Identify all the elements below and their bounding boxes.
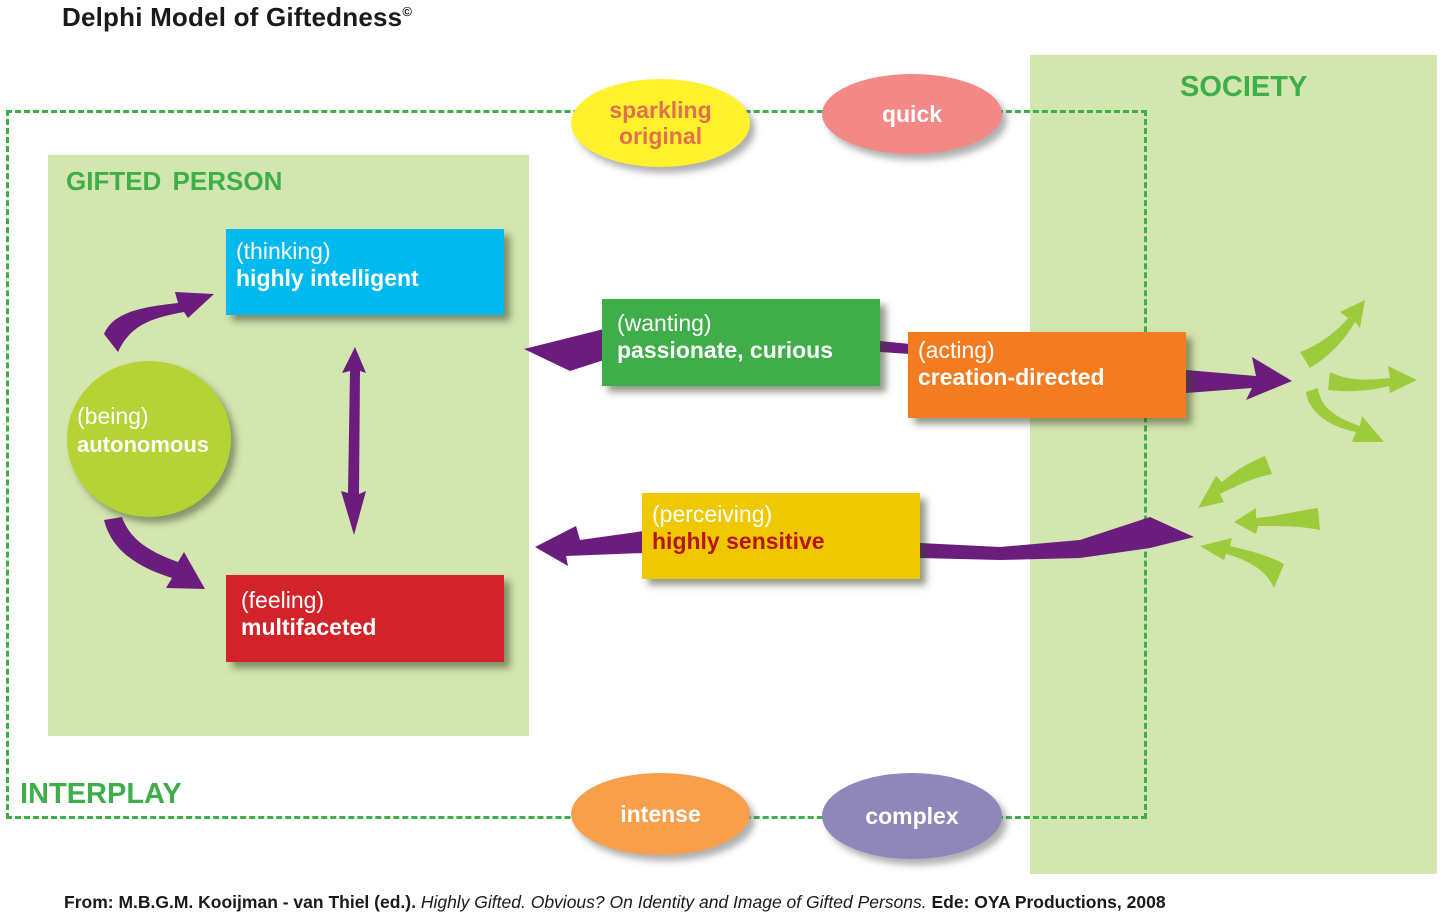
wanting-aspect: (wanting) [617,310,712,336]
thinking-trait: highly intelligent [236,265,419,291]
society-arrow-out-2 [1328,366,1417,393]
arrow-being-to-thinking [104,292,214,352]
arrow-being-to-feeling [104,517,205,589]
caption-suffix: Ede: OYA Productions, 2008 [926,892,1166,912]
quality-quick: quick [822,74,1002,154]
arrow-wanting-to-person [524,329,604,371]
copyright-mark: © [402,4,413,19]
quality-intense-label: intense [620,800,701,827]
source-caption: From: M.B.G.M. Kooijman - van Thiel (ed.… [64,892,1166,913]
quality-intense: intense [571,773,750,855]
gifted-person-label: GIFTED PERSON [66,166,283,196]
acting-trait: creation-directed [918,364,1105,390]
wanting-trait: passionate, curious [617,337,834,363]
title-text: Delphi Model of Giftedness [62,2,403,32]
acting-aspect: (acting) [918,337,995,363]
arrow-perceiving-to-person [535,526,644,566]
arrow-thinking-feeling [341,347,366,535]
node-wanting: (wanting) passionate, curious [602,299,880,386]
society-arrow-in-1 [1198,456,1272,508]
being-aspect: (being) [77,403,149,429]
quality-sparkling: sparkling [609,97,712,123]
being-trait: autonomous [77,432,209,457]
feeling-trait: multifaceted [241,614,377,640]
node-thinking: (thinking) highly intelligent [226,229,504,315]
quality-original: original [618,123,703,149]
quality-complex: complex [822,773,1002,859]
quality-sparkling-original: sparkling original [571,79,750,167]
society-arrow-out-1 [1300,300,1365,368]
society-arrow-out-3 [1306,388,1384,442]
society-panel [1030,55,1437,874]
diagram-title: Delphi Model of Giftedness© [62,2,412,33]
society-label: SOCIETY [1180,71,1308,103]
perceiving-trait: highly sensitive [652,528,825,554]
node-feeling: (feeling) multifaceted [226,575,504,662]
thinking-aspect: (thinking) [236,238,331,264]
society-arrow-in-3 [1200,538,1284,588]
arrow-society-to-perceiving [920,517,1194,560]
caption-prefix: From: M.B.G.M. Kooijman - van Thiel (ed.… [64,892,421,912]
node-acting: (acting) creation-directed [908,332,1186,418]
interplay-label: INTERPLAY [20,778,182,810]
perceiving-aspect: (perceiving) [652,501,773,527]
feeling-aspect: (feeling) [241,587,325,613]
arrow-acting-to-society [1186,357,1292,400]
quality-quick-label: quick [881,100,943,127]
arrow-wanting-to-acting [880,341,910,354]
quality-complex-label: complex [865,802,959,829]
node-perceiving: (perceiving) highly sensitive [642,493,920,579]
society-arrow-in-2 [1234,508,1320,534]
caption-book-title: Highly Gifted. Obvious? On Identity and … [420,892,927,912]
node-being: (being) autonomous [67,361,231,517]
